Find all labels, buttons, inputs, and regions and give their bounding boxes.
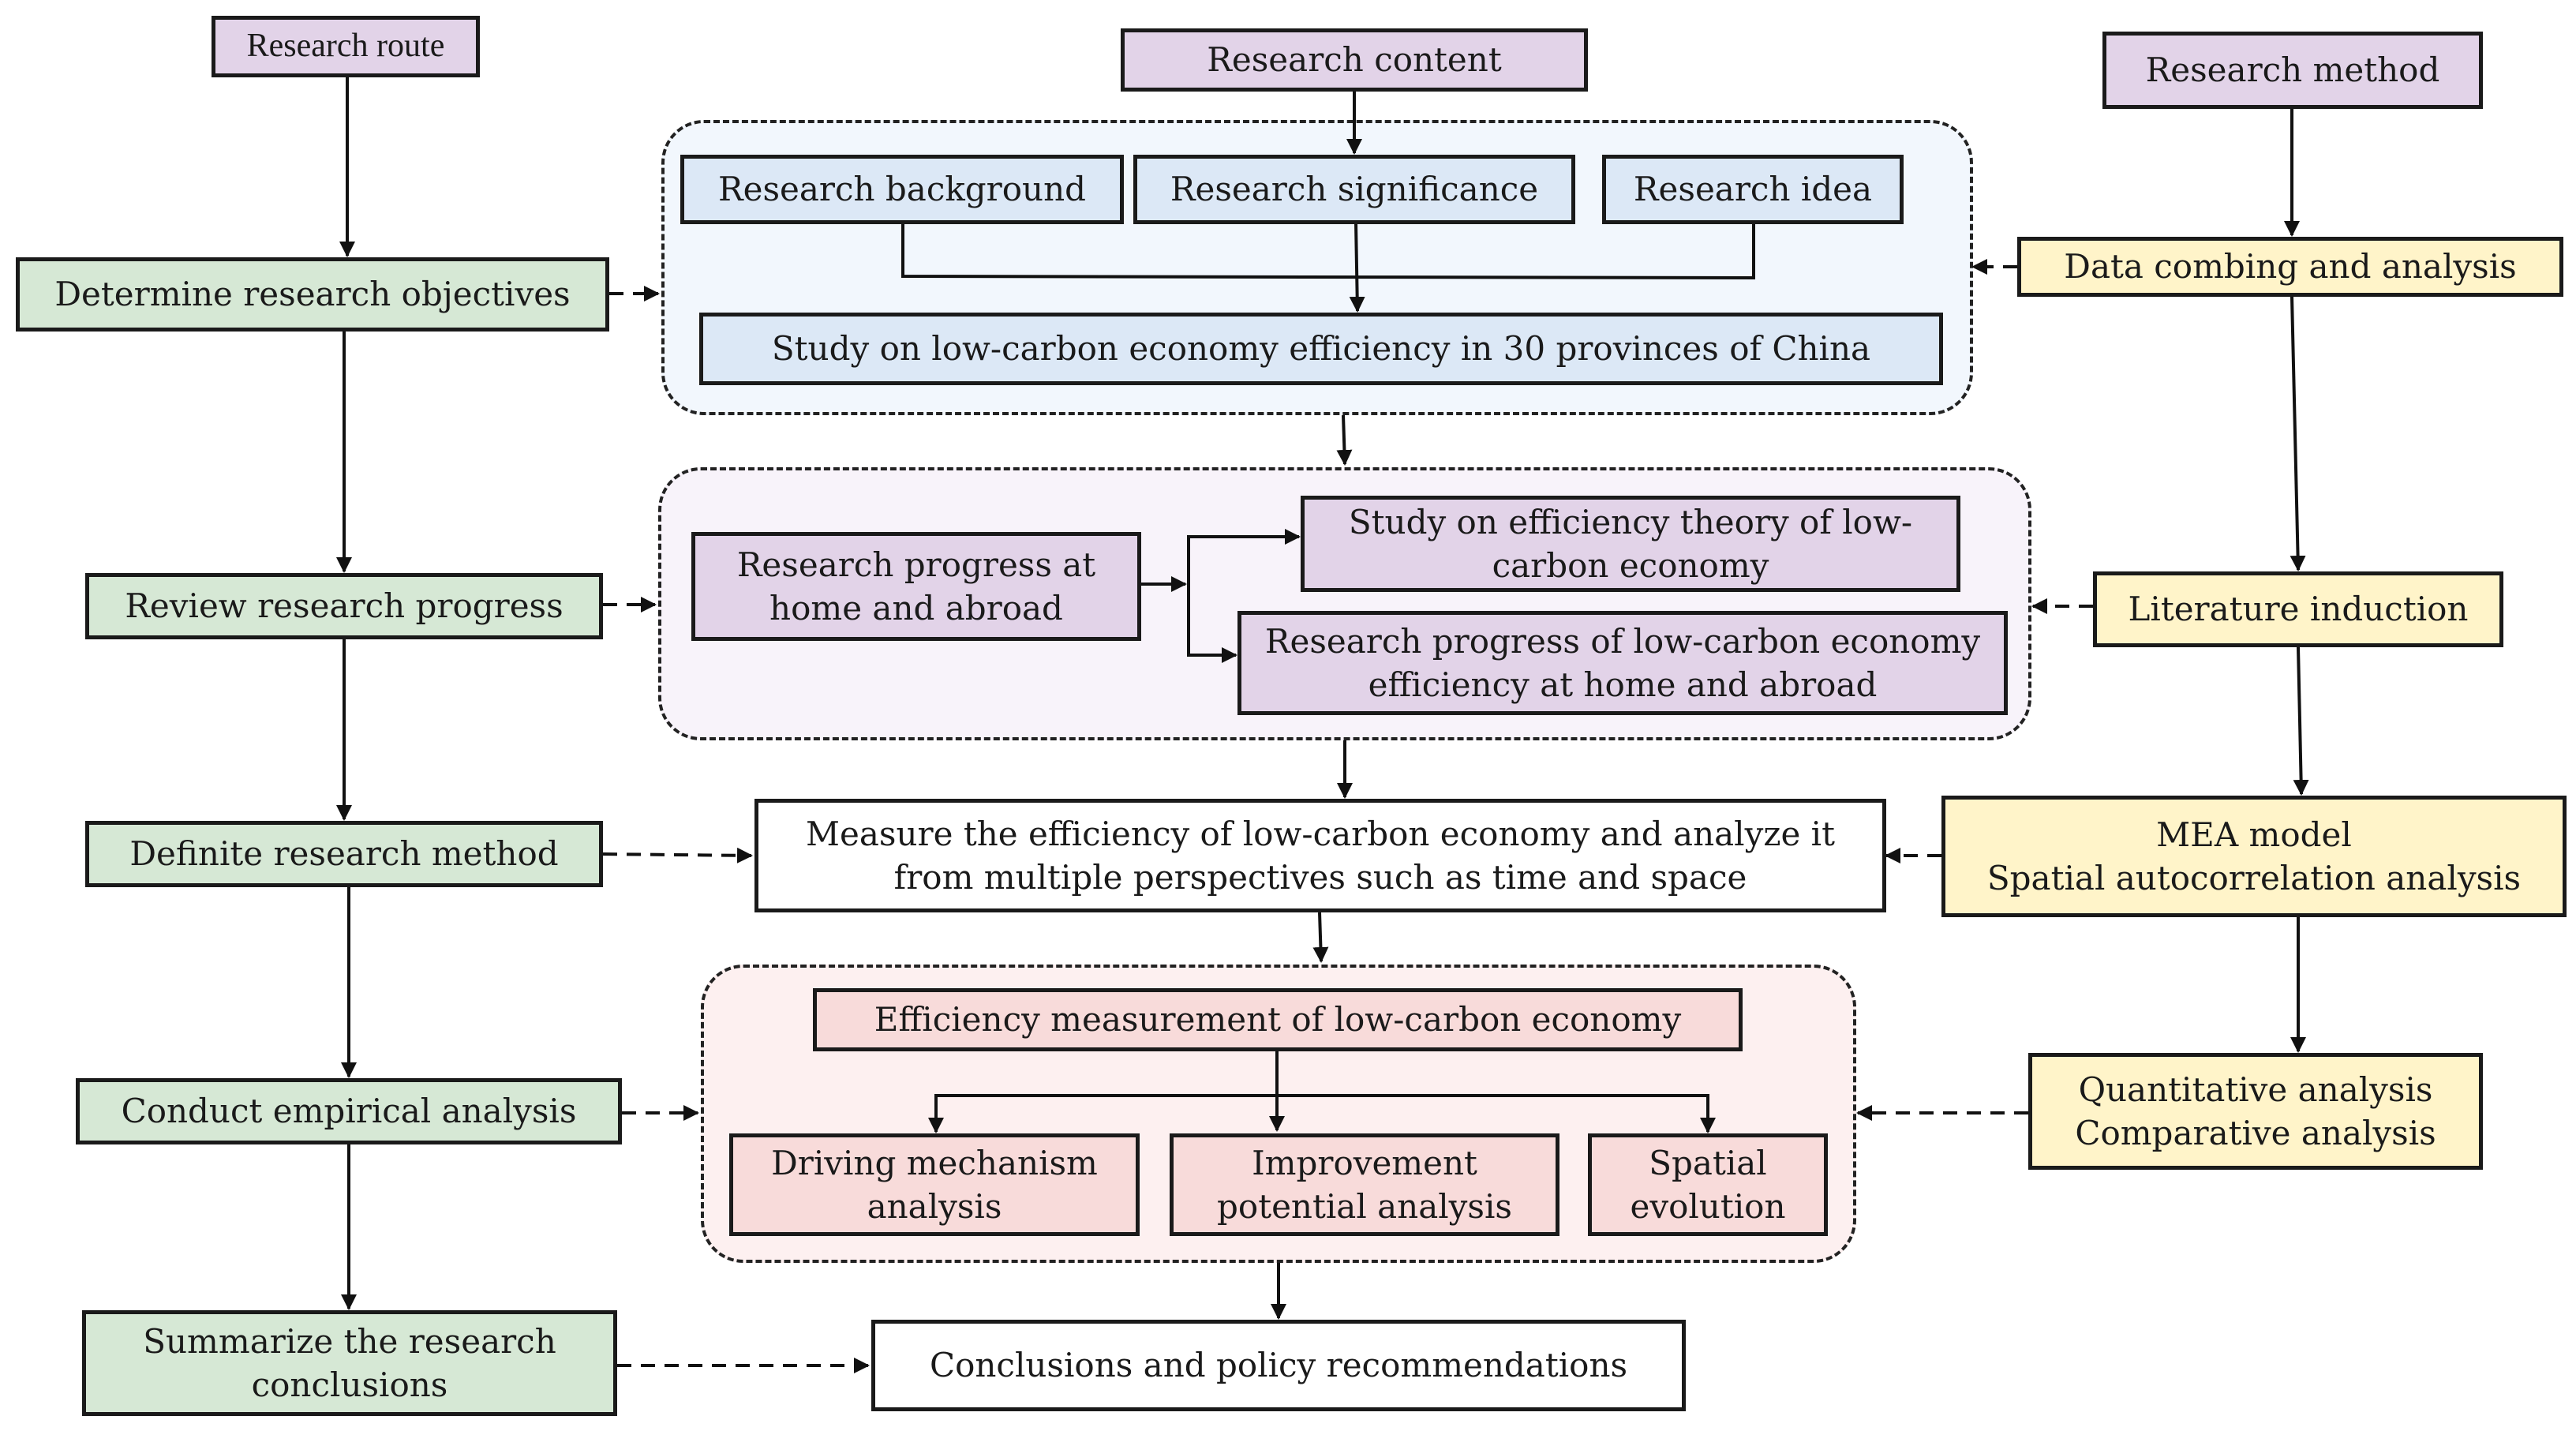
research-background-box: Research background [680, 155, 1124, 224]
efficiency-theory-box: Study on efficiency theory of low-carbon… [1301, 496, 1960, 592]
improvement-potential-box: Improvement potential analysis [1170, 1133, 1559, 1236]
spatial-evolution-box: Spatial evolution [1588, 1133, 1828, 1236]
efficiency-measurement-box: Efficiency measurement of low-carbon eco… [813, 988, 1743, 1051]
route-determine-objectives: Determine research objectives [16, 257, 609, 332]
header-research-route: Research route [212, 16, 480, 77]
research-idea-box: Research idea [1602, 155, 1904, 224]
header-research-content: Research content [1121, 28, 1588, 92]
method-quantitative-comparative: Quantitative analysis Comparative analys… [2028, 1053, 2483, 1170]
driving-mechanism-box: Driving mechanism analysis [729, 1133, 1140, 1236]
route-summarize-conclusions: Summarize the research conclusions [82, 1310, 617, 1416]
route-definite-method: Definite research method [85, 821, 603, 887]
method-mea-spatial: MEA model Spatial autocorrelation analys… [1941, 796, 2567, 917]
method-data-combing: Data combing and analysis [2017, 237, 2563, 297]
conclusions-recommendations-box: Conclusions and policy recommendations [871, 1320, 1686, 1411]
route-review-progress: Review research progress [85, 573, 603, 639]
study-30-provinces-box: Study on low-carbon economy efficiency i… [699, 313, 1943, 385]
research-significance-box: Research significance [1133, 155, 1575, 224]
route-empirical-analysis: Conduct empirical analysis [76, 1078, 622, 1144]
efficiency-progress-box: Research progress of low-carbon economy … [1237, 611, 2008, 715]
method-literature-induction: Literature induction [2093, 571, 2503, 647]
progress-home-abroad-box: Research progress at home and abroad [691, 532, 1141, 641]
measure-efficiency-box: Measure the efficiency of low-carbon eco… [754, 799, 1886, 912]
header-research-method: Research method [2102, 32, 2483, 109]
